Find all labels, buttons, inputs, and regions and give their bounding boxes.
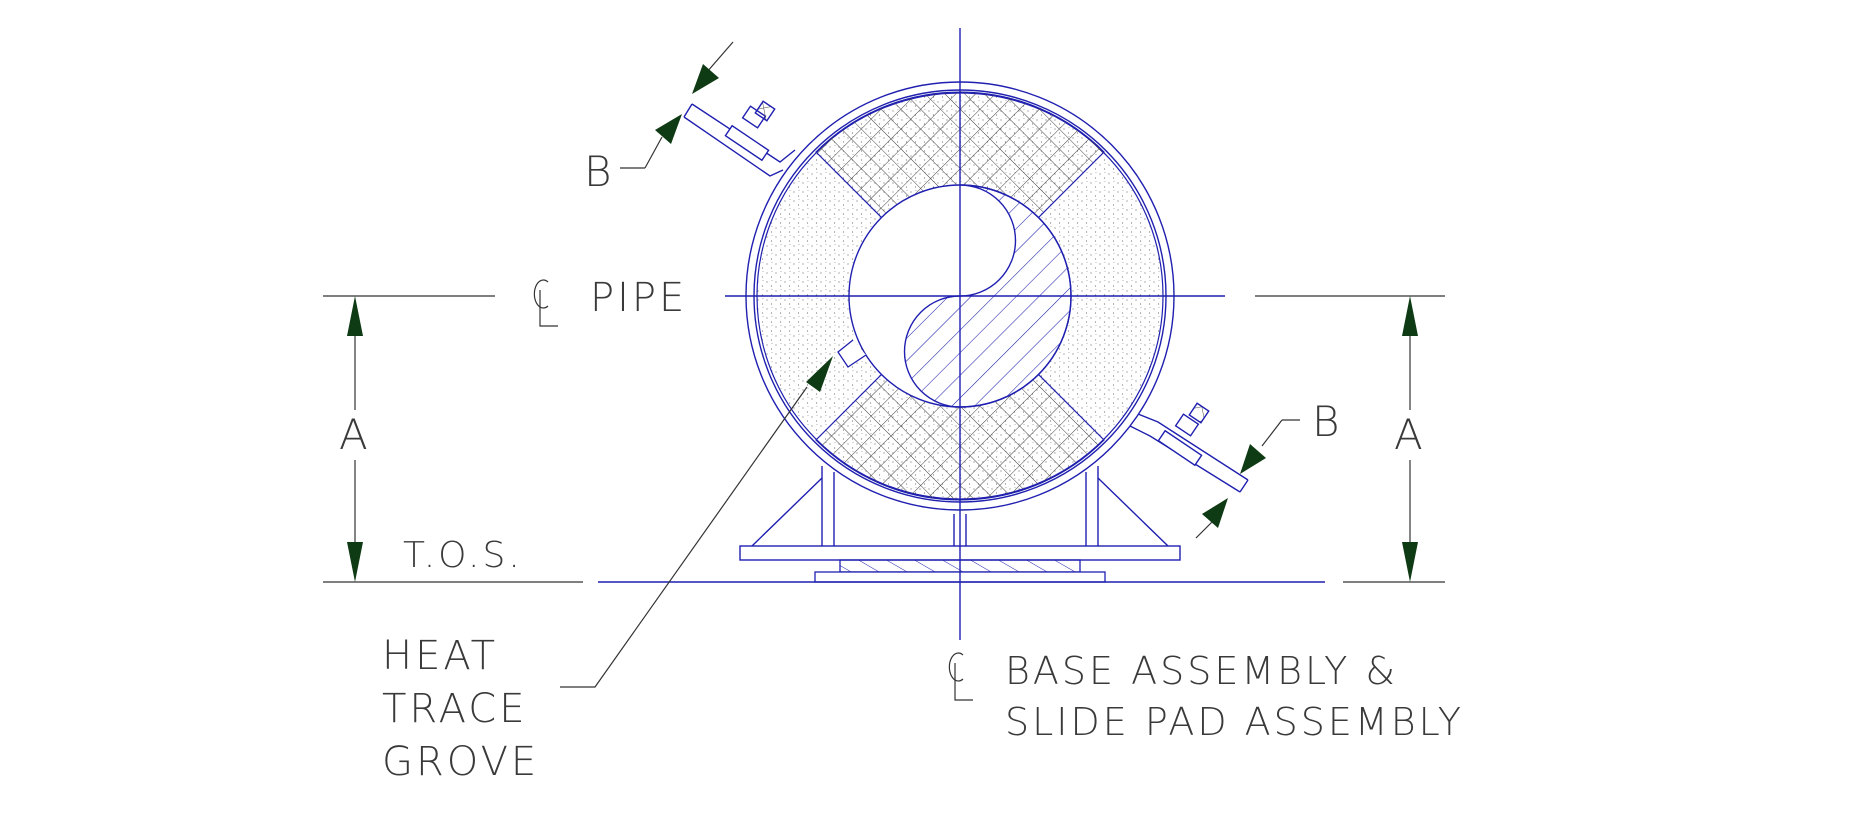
arrow-head	[1202, 498, 1228, 528]
arrow-head	[655, 114, 682, 144]
heat-trace-label-line1: HEAT	[382, 633, 498, 679]
centerline-symbol-base	[948, 652, 973, 701]
dimension-a-right	[1402, 296, 1418, 582]
clamp-tab-lower-right	[1129, 402, 1249, 493]
dimension-b-lower-label: B	[1312, 397, 1343, 446]
arrow-head	[1240, 444, 1266, 474]
dimension-b-lower	[1195, 419, 1300, 539]
tos-label: T.O.S.	[403, 535, 523, 576]
dimension-a-left	[347, 296, 363, 582]
arrow-head	[806, 356, 833, 392]
dimension-a-left-label: A	[339, 410, 371, 459]
base-assembly-label-line1: BASE ASSEMBLY &	[1005, 649, 1398, 693]
heat-trace-groove	[837, 339, 867, 368]
clamp-tab-upper-left	[683, 100, 796, 177]
arrow-head	[1402, 542, 1418, 582]
heat-trace-label-line2: TRACE	[382, 686, 527, 732]
dimension-b-upper	[620, 41, 734, 169]
centerline-symbol-pipe	[533, 279, 558, 327]
pipe-centerline-label: PIPE	[590, 275, 687, 321]
arrow-head	[347, 542, 363, 582]
base-assembly-label-line2: SLIDE PAD ASSEMBLY	[1005, 700, 1464, 744]
arrow-head	[347, 296, 363, 336]
arrow-head	[692, 64, 719, 94]
arrow-head	[1402, 296, 1418, 336]
heat-trace-leader	[560, 356, 833, 688]
heat-trace-label-line3: GROVE	[382, 739, 539, 785]
dimension-a-right-label: A	[1394, 410, 1426, 459]
dimension-b-upper-label: B	[584, 147, 615, 196]
